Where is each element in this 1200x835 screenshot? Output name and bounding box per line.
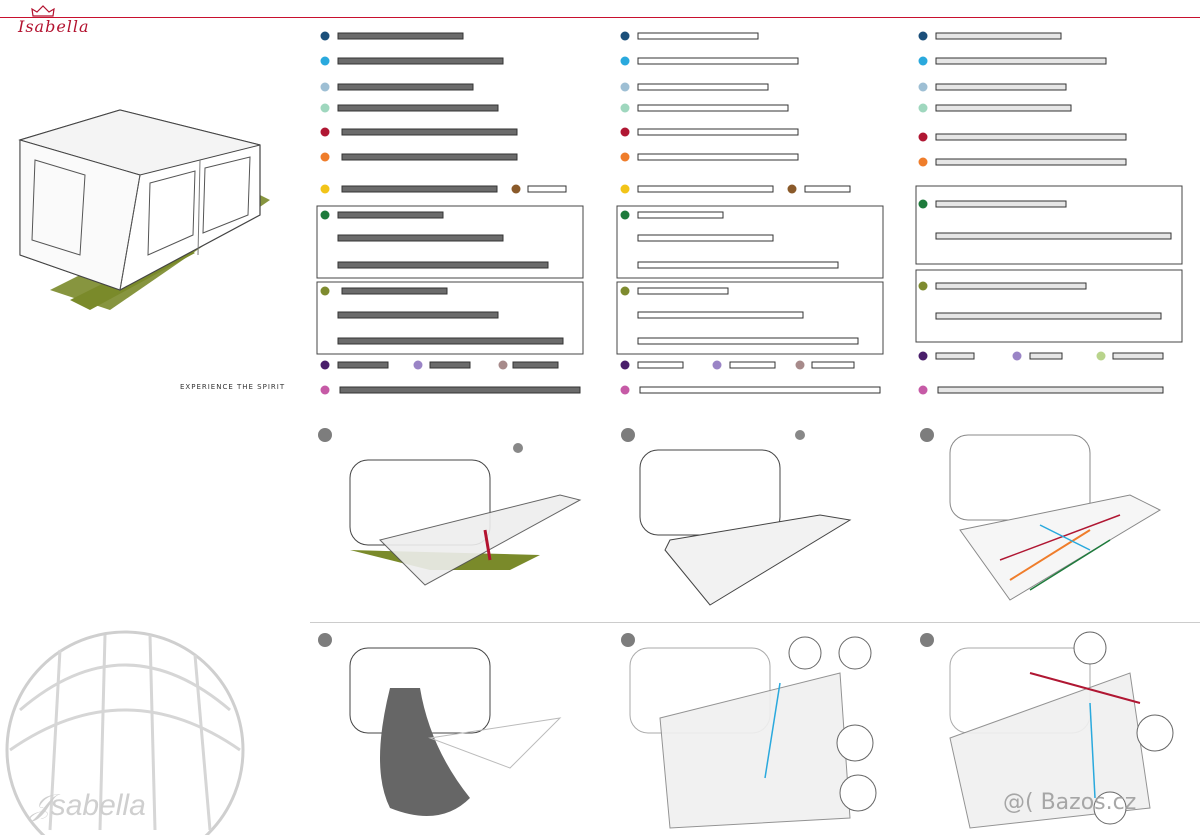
emblem-watermark: 𝒥sabella bbox=[5, 630, 245, 835]
svg-text:𝒥sabella: 𝒥sabella bbox=[28, 789, 146, 822]
watermark: @( Bazos.cz bbox=[1003, 790, 1137, 815]
setup-steps-row-2 bbox=[318, 631, 1174, 829]
pole-column-1 bbox=[316, 31, 584, 395]
pole-charts bbox=[316, 31, 1183, 395]
crown-icon bbox=[31, 5, 55, 17]
awning-illustration bbox=[18, 109, 270, 310]
pole-column-3 bbox=[915, 31, 1183, 395]
header-rule bbox=[0, 17, 1200, 18]
brand-name: Isabella bbox=[18, 17, 90, 36]
row-divider bbox=[310, 622, 1200, 623]
tagline: EXPERIENCE THE SPIRIT bbox=[180, 383, 286, 391]
pole-column-2 bbox=[616, 31, 884, 395]
setup-steps-row-1 bbox=[318, 428, 1162, 606]
isabella-logo: Isabella bbox=[18, 4, 118, 36]
